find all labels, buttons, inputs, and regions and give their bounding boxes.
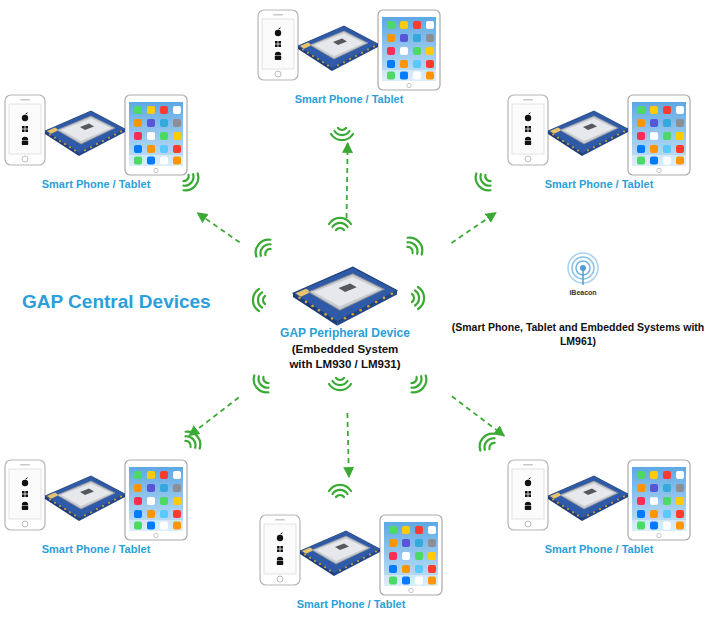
node-title: Smart Phone / Tablet [505, 542, 693, 556]
signal-waves [476, 430, 499, 455]
device-illustration [508, 460, 690, 540]
device-group: Smart Phone / Tablet [505, 457, 693, 558]
signal-waves [181, 428, 204, 453]
node-text-group: Smart Phone / Tablet [505, 177, 693, 191]
node-text-group: GAP Peripheral Device(Embedded System wi… [270, 326, 420, 371]
ibeacon-icon [568, 253, 598, 285]
node-text-group: Smart Phone / Tablet [2, 542, 190, 556]
signal-waves [329, 378, 351, 390]
dashed-arrow [347, 143, 348, 218]
node-title: Smart Phone / Tablet [2, 542, 190, 556]
node-text-group: Smart Phone / Tablet [505, 542, 693, 556]
signal-waves [253, 289, 265, 311]
node-text-group: Smart Phone / Tablet [255, 92, 443, 106]
signal-waves [252, 236, 275, 261]
node-title: GAP Peripheral Device [279, 326, 411, 342]
signal-waves [329, 485, 351, 497]
signal-waves [329, 218, 351, 230]
dashed-arrow [197, 213, 239, 242]
signal-waves [407, 372, 430, 397]
device-group: Smart Phone / Tablet [2, 457, 190, 558]
dashed-arrow [451, 213, 495, 243]
signal-waves [472, 170, 495, 195]
device-group: Smart Phone / Tablet [257, 512, 445, 613]
device-group: Smart Phone / Tablet [2, 92, 190, 193]
dashed-arrow [452, 396, 504, 436]
dashed-arrow [189, 397, 239, 435]
module-illustration [293, 267, 397, 326]
device-illustration [5, 460, 187, 540]
node-text-group: Smart Phone / Tablet [2, 177, 190, 191]
signal-waves [412, 287, 424, 309]
signal-waves [403, 234, 426, 259]
node-title: Smart Phone / Tablet [505, 177, 693, 191]
node-text-group: Smart Phone / Tablet [257, 597, 445, 611]
node-title: Smart Phone / Tablet [257, 597, 445, 611]
node-subtitle: (Embedded System with LM930 / LM931) [279, 342, 411, 372]
device-group: Smart Phone / Tablet [505, 92, 693, 193]
device-illustration [258, 10, 440, 90]
node-title: Smart Phone / Tablet [2, 177, 190, 191]
signal-waves [250, 372, 273, 397]
group-heading: GAP Central Devices [22, 289, 262, 315]
signal-waves [179, 170, 202, 195]
signal-waves [331, 128, 353, 140]
peripheral-device: GAP Peripheral Device(Embedded System wi… [270, 258, 420, 373]
note-text: (Smart Phone, Tablet and Embedded System… [447, 320, 705, 348]
device-group: Smart Phone / Tablet [255, 7, 443, 108]
dashed-arrow [347, 413, 349, 477]
device-illustration [5, 95, 187, 175]
device-illustration [260, 515, 442, 595]
node-title: Smart Phone / Tablet [255, 92, 443, 106]
device-illustration [508, 95, 690, 175]
icon-caption: iBeacon [558, 288, 608, 297]
